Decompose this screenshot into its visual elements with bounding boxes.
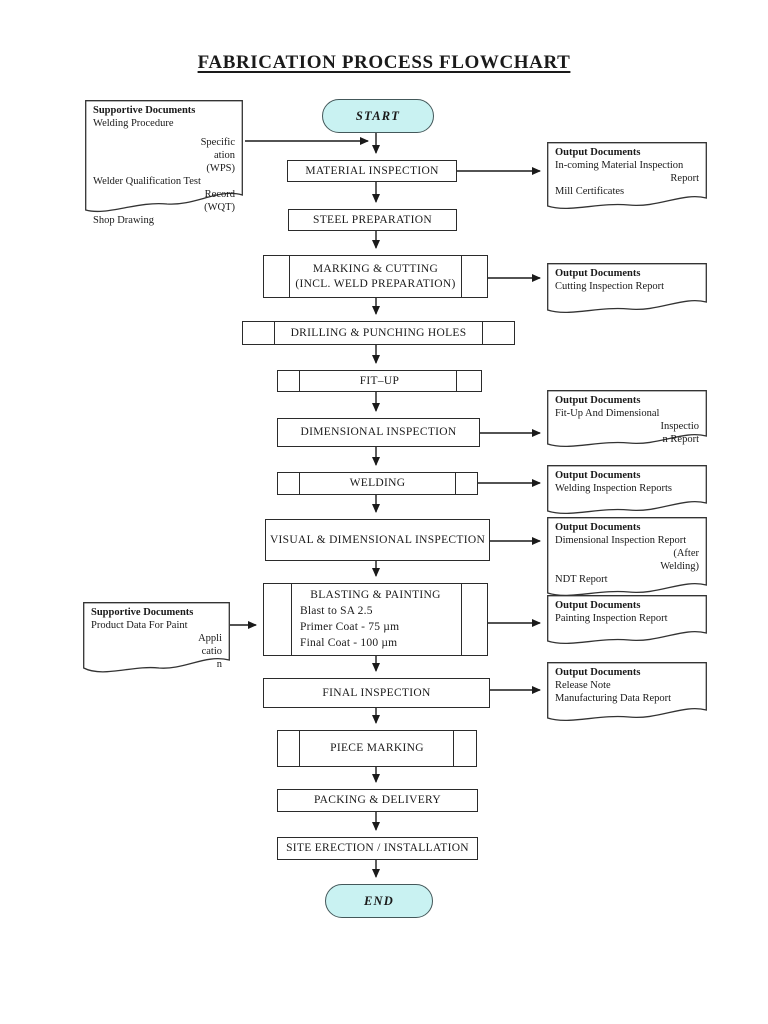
output-doc-incoming-material: Output Documents In-coming Material Insp… — [547, 142, 707, 222]
process-box-dimensional-inspection: DIMENSIONAL INSPECTION — [277, 418, 480, 447]
document-shape — [547, 142, 707, 209]
process-box-blasting-painting: BLASTING & PAINTING Blast to SA 2.5 Prim… — [263, 583, 488, 656]
process-box-packing-delivery: PACKING & DELIVERY — [277, 789, 478, 812]
document-shape — [547, 263, 707, 313]
output-doc-cutting: Output Documents Cutting Inspection Repo… — [547, 263, 707, 321]
page-title: FABRICATION PROCESS FLOWCHART — [197, 52, 571, 73]
process-box-visual-dimensional-inspection: VISUAL & DIMENSIONAL INSPECTION — [265, 519, 490, 561]
document-shape — [547, 595, 707, 644]
process-box-site-erection: SITE ERECTION / INSTALLATION — [277, 837, 478, 860]
document-shape — [547, 390, 707, 447]
process-box-marking-cutting: MARKING & CUTTING (INCL. WELD PREPARATIO… — [263, 255, 488, 298]
document-shape — [85, 100, 243, 213]
output-doc-dimensional-after-welding: Output Documents Dimensional Inspection … — [547, 517, 707, 603]
process-box-fit-up: FIT–UP — [277, 370, 482, 392]
end-label: END — [364, 893, 394, 908]
process-box-final-inspection: FINAL INSPECTION — [263, 678, 490, 708]
output-doc-release-note: Output Documents Release Note Manufactur… — [547, 662, 707, 728]
process-box-material-inspection: MATERIAL INSPECTION — [287, 160, 457, 182]
supportive-doc-paint: Supportive Documents Product Data For Pa… — [83, 602, 230, 682]
process-box-piece-marking: PIECE MARKING — [277, 730, 477, 767]
supportive-doc-welding: Supportive Documents Welding Procedure S… — [85, 100, 243, 226]
output-doc-fit-up-dimensional: Output Documents Fit-Up And Dimensional … — [547, 390, 707, 456]
end-terminator: END — [325, 884, 433, 918]
output-doc-welding-inspection: Output Documents Welding Inspection Repo… — [547, 465, 707, 521]
output-doc-painting-inspection: Output Documents Painting Inspection Rep… — [547, 595, 707, 651]
document-shape — [547, 465, 707, 514]
process-box-steel-preparation: STEEL PREPARATION — [288, 209, 457, 231]
start-label: START — [355, 108, 401, 123]
process-box-welding: WELDING — [277, 472, 478, 495]
document-shape — [547, 662, 707, 721]
process-box-drilling-punching: DRILLING & PUNCHING HOLES — [242, 321, 515, 345]
start-terminator: START — [322, 99, 434, 133]
document-shape — [83, 602, 230, 673]
